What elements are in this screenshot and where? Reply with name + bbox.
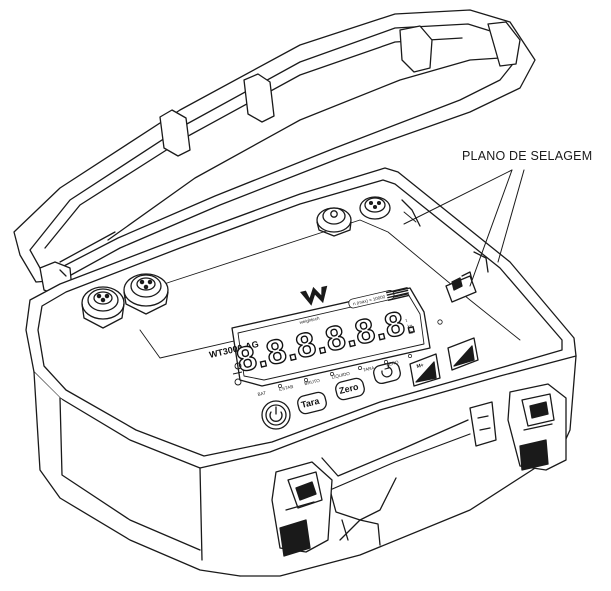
unit-label-t: t — [405, 318, 408, 323]
indicator-bat: BAT — [257, 390, 267, 397]
mplus-button-label: M+ — [416, 362, 424, 370]
callout-label: PLANO DE SELAGEM — [462, 149, 593, 163]
seal-block — [445, 271, 477, 303]
brand-logo-icon — [300, 285, 328, 306]
flag-icon — [386, 287, 410, 301]
brand-name: weightech — [299, 315, 320, 325]
print-button[interactable] — [447, 337, 479, 371]
indicator-tara: TARA — [362, 365, 374, 372]
case-lid — [13, 9, 536, 297]
connector-left-1 — [81, 286, 125, 329]
zero-button-label: Zero — [338, 381, 360, 396]
status-icons — [232, 362, 243, 386]
unit-label-kg: kg — [407, 323, 413, 329]
latch-right — [507, 383, 567, 471]
indicator-liquido: LÍQUIDO — [331, 370, 351, 380]
zero-button[interactable] — [334, 377, 366, 401]
power-button[interactable] — [261, 400, 291, 430]
tara-button-label: Tara — [300, 396, 321, 410]
indicator-zero: ZERO — [386, 359, 400, 367]
latch-left — [271, 461, 333, 557]
refresh-button[interactable] — [372, 361, 402, 385]
indicator-bruto: BRUTO — [304, 378, 321, 387]
mplus-button[interactable] — [409, 353, 441, 387]
connector-top-2 — [359, 196, 391, 220]
connector-top-1 — [316, 207, 352, 237]
display-contents: weightech n (max) = 10000 WT3000-AG 8.8.… — [208, 285, 443, 410]
tara-button[interactable] — [296, 391, 328, 415]
unit-label-lb: lb — [409, 329, 414, 335]
connector-left-2 — [123, 273, 169, 315]
callout-lines — [403, 169, 525, 287]
indicator-estab: ESTAB — [279, 384, 294, 392]
